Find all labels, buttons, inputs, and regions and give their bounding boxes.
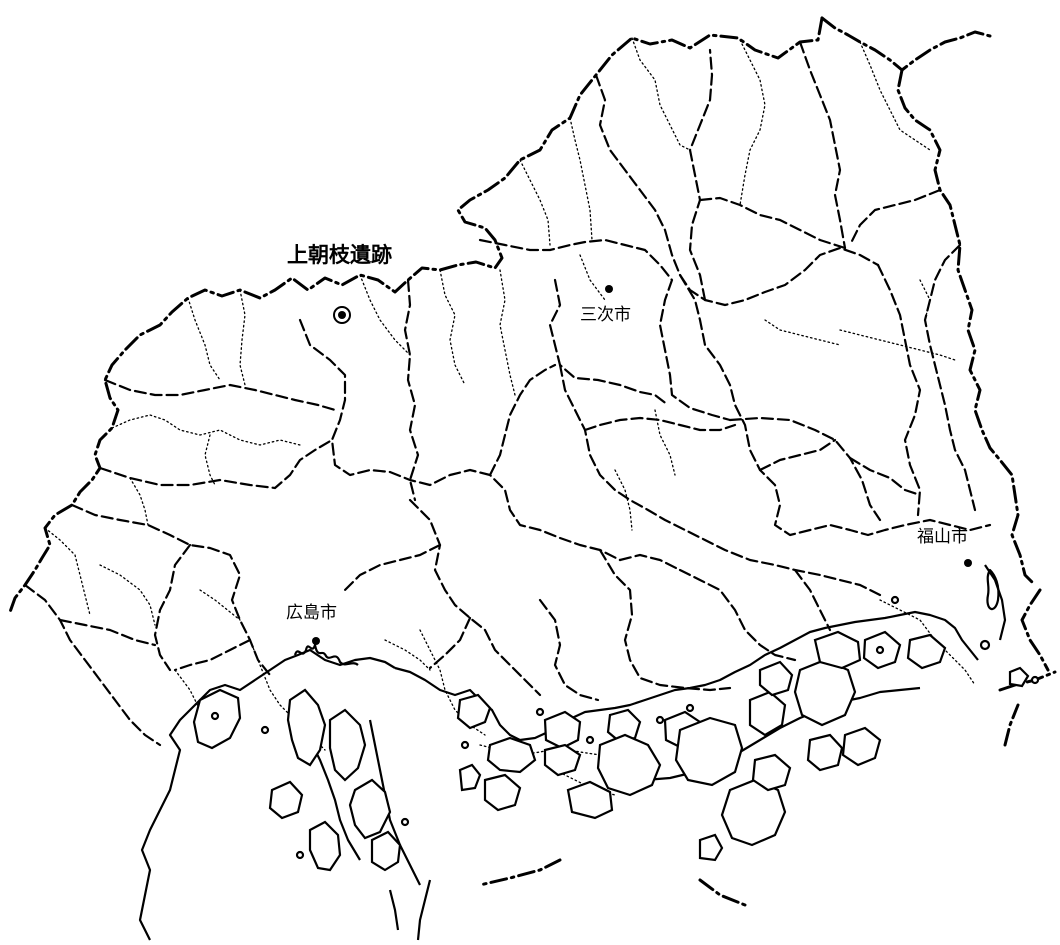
site-marker: [333, 306, 351, 324]
fukuyama-city-dot: [964, 559, 972, 567]
municipal-boundaries: [23, 40, 992, 747]
map-markers: [312, 285, 972, 645]
prefecture-boundary: [8, 16, 1057, 907]
miyoshi-city-label: 三次市: [580, 305, 631, 325]
sub-boundaries: [44, 37, 976, 796]
miyoshi-city-dot: [605, 285, 613, 293]
islands: [192, 595, 1040, 872]
site-label: 上朝枝遺跡: [287, 243, 392, 267]
hiroshima-city-dot: [312, 637, 320, 645]
fukuyama-city-label: 福山市: [917, 527, 968, 547]
coastline: [138, 564, 1007, 941]
hiroshima-city-label: 広島市: [286, 603, 337, 623]
